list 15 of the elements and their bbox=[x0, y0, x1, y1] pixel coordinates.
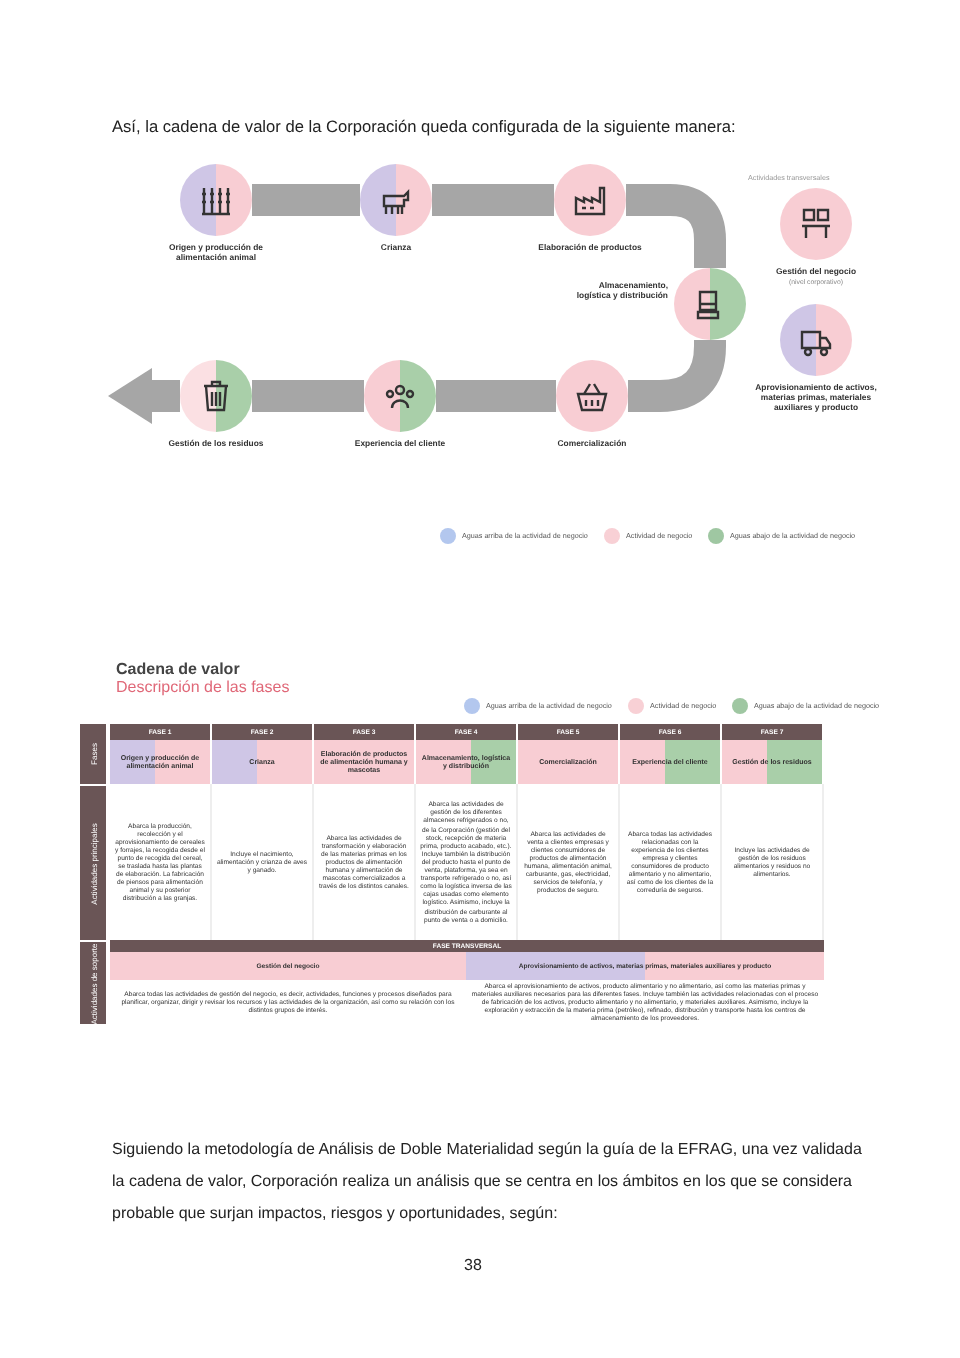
stage-circle bbox=[556, 360, 628, 432]
stage-circle bbox=[780, 188, 852, 260]
stage-circle bbox=[180, 360, 252, 432]
intro-sentence: Así, la cadena de valor de la Corporación queda configurada de la siguiente manera: bbox=[112, 116, 736, 136]
table-subtitle: Descripción de las fases bbox=[116, 678, 290, 696]
stage-circle bbox=[674, 268, 746, 340]
stage-circle bbox=[554, 164, 626, 236]
flow-arrow bbox=[108, 368, 180, 424]
stage-circle bbox=[780, 304, 852, 376]
stage-circle bbox=[360, 164, 432, 236]
stage-circle bbox=[364, 360, 436, 432]
page-number: 38 bbox=[464, 1256, 482, 1274]
body-paragraph: Siguiendo la metodología de Análisis de Doble Materialidad según la guía de la EFRAG, una vez validada la cadena de valor, Corporación realiza un análisis que se centra en los ámbitos en los que se considera probable que surjan impactos, riesgos y oportunidades, según: bbox=[112, 1138, 864, 1226]
stage-circle bbox=[180, 164, 252, 236]
table-title: Cadena de valor bbox=[116, 660, 240, 678]
